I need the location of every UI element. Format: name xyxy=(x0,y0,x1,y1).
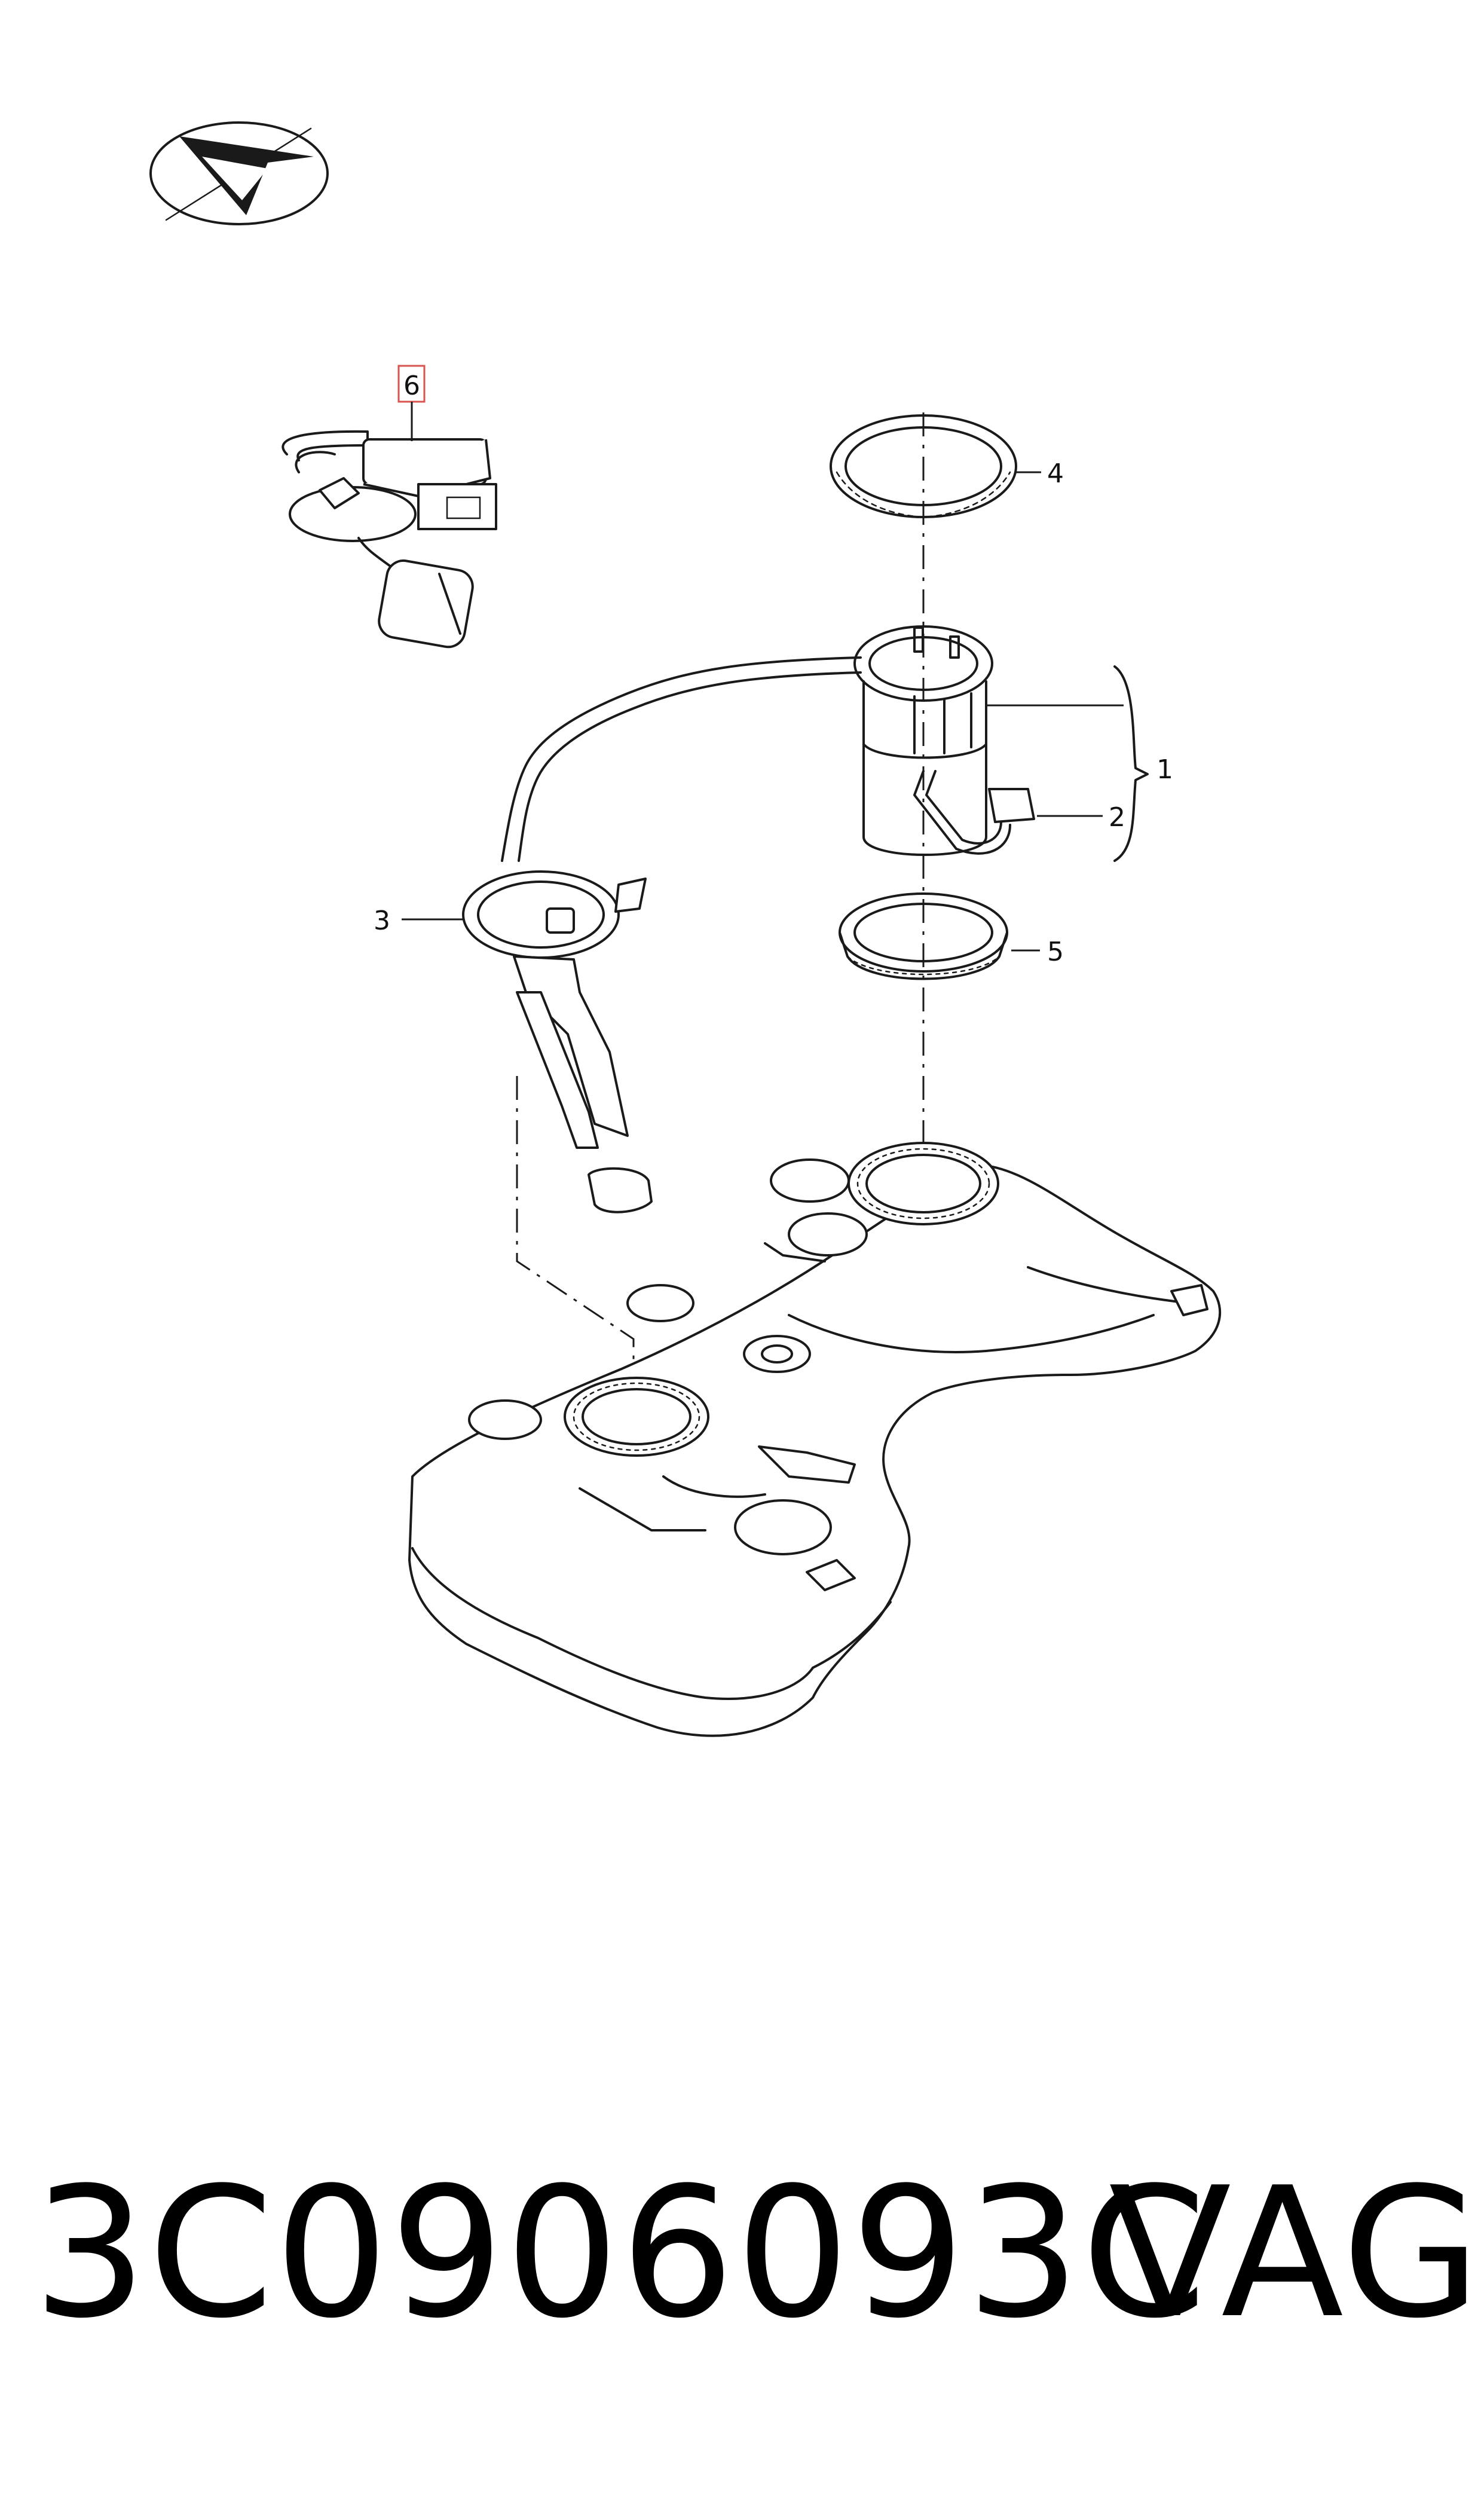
center-line-sender xyxy=(516,1076,635,1447)
brand-name: VAG xyxy=(1109,2149,1482,2358)
wiring-harness-part xyxy=(281,430,497,649)
direction-arrow-icon xyxy=(149,121,329,225)
callout-6: 6 xyxy=(403,371,420,401)
locking-ring-part xyxy=(830,414,1041,518)
fuel-line xyxy=(501,656,862,862)
callout-4: 4 xyxy=(1047,458,1064,489)
callout-3: 3 xyxy=(374,906,390,936)
callout-5: 5 xyxy=(1047,937,1064,967)
callout-1: 1 xyxy=(1156,754,1173,785)
seal-part xyxy=(839,892,1040,980)
callout-6-highlight[interactable]: 6 xyxy=(397,365,426,403)
fuel-pump-unit-part xyxy=(853,625,1035,856)
part-number: 3C0906093C xyxy=(33,2149,1208,2358)
callout-2: 2 xyxy=(1109,802,1125,833)
group-bracket xyxy=(1113,665,1149,862)
fuel-tank-part xyxy=(408,1142,1222,1737)
sender-unit-part xyxy=(402,870,653,1213)
